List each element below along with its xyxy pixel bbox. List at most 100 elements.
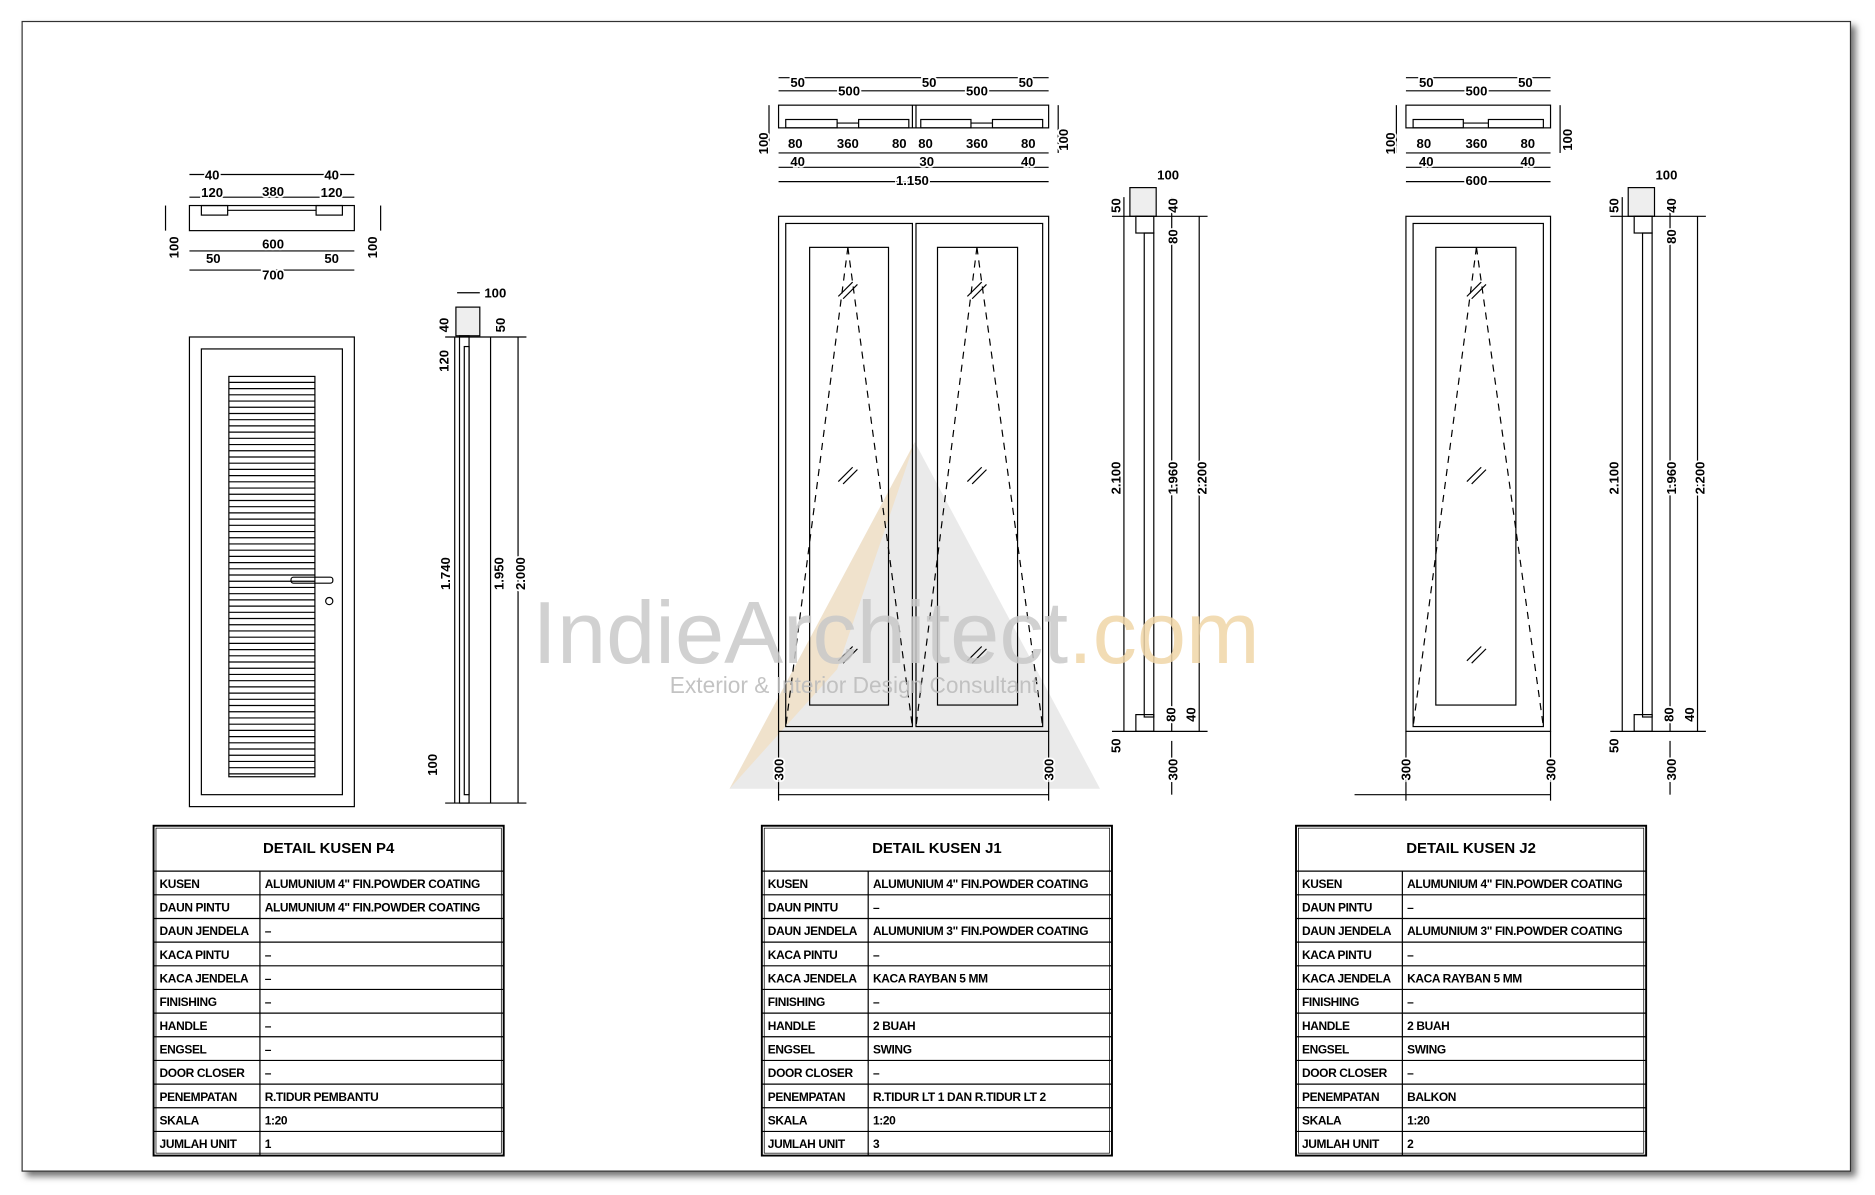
dimension-label: 120 bbox=[437, 350, 452, 372]
table-row-value: 2 BUAH bbox=[1407, 1019, 1449, 1033]
table-row-value: – bbox=[265, 924, 272, 938]
table-row-label: ENGSEL bbox=[768, 1043, 815, 1057]
swing-line bbox=[847, 247, 913, 727]
table-row-value: ALUMUNIUM 4" FIN.POWDER COATING bbox=[1407, 877, 1622, 891]
glass-hatch bbox=[1471, 648, 1487, 664]
dimension-label: 50 bbox=[1019, 75, 1034, 90]
dimension-label: 300 bbox=[1664, 759, 1679, 781]
dimension-label: 50 bbox=[1419, 75, 1434, 90]
table-row-value: – bbox=[1407, 1066, 1414, 1080]
table-row-label: DAUN PINTU bbox=[768, 901, 838, 915]
dimension-label: 50 bbox=[206, 251, 221, 266]
dimension-label: 300 bbox=[1399, 759, 1414, 781]
dimension-label: 40 bbox=[1021, 154, 1036, 169]
table-row-label: KUSEN bbox=[1302, 877, 1342, 891]
j1-wall-section bbox=[1129, 187, 1157, 217]
j1-sash-left bbox=[785, 222, 914, 728]
dimension-label: 40 bbox=[1166, 198, 1181, 213]
table-row-value: – bbox=[873, 948, 880, 962]
dimension-label: 50 bbox=[1108, 738, 1123, 753]
glass-hatch bbox=[971, 469, 987, 485]
j2-plan-frame bbox=[1405, 104, 1552, 129]
dimension-label: 100 bbox=[1056, 129, 1071, 151]
table-row-value: – bbox=[873, 995, 880, 1009]
p4-plan-frame bbox=[188, 204, 355, 232]
table-row-label: ENGSEL bbox=[160, 1043, 207, 1057]
dimension-label: 300 bbox=[1166, 759, 1181, 781]
dimension-label: 40 bbox=[1184, 707, 1199, 722]
glass-hatch bbox=[971, 648, 987, 664]
glass-hatch bbox=[1466, 281, 1482, 297]
table-row-label: KUSEN bbox=[160, 877, 200, 891]
dimension-label: 500 bbox=[966, 84, 988, 99]
watermark-brand: IndieArchitect.com bbox=[532, 583, 1259, 682]
dimension-label: 100 bbox=[484, 286, 506, 301]
dimension-label: 50 bbox=[1607, 198, 1622, 213]
table-row-label: DAUN JENDELA bbox=[1302, 924, 1392, 938]
dimension-label: 80 bbox=[918, 136, 933, 151]
dimension-label: 40 bbox=[437, 318, 452, 333]
table-row-value: – bbox=[1407, 901, 1414, 915]
table-row-value: 1:20 bbox=[265, 1113, 288, 1127]
table-row-label: DOOR CLOSER bbox=[768, 1066, 854, 1080]
table-title: DETAIL KUSEN P4 bbox=[263, 840, 395, 857]
table-row-value: R.TIDUR PEMBANTU bbox=[265, 1090, 379, 1104]
table-inner-border bbox=[1298, 827, 1645, 1154]
j2-frame bbox=[1405, 215, 1552, 732]
table-row-value: 3 bbox=[873, 1137, 880, 1151]
glass-hatch bbox=[837, 281, 854, 297]
dimension-label: 100 bbox=[1560, 129, 1575, 151]
dimension-label: 500 bbox=[838, 84, 860, 99]
dimension-label: 100 bbox=[1157, 167, 1179, 182]
j1-sash-right bbox=[915, 222, 1044, 728]
table-row-value: – bbox=[873, 901, 880, 915]
dimension-label: 80 bbox=[1664, 229, 1679, 244]
p4-wall-section bbox=[455, 306, 481, 337]
dimension-label: 700 bbox=[262, 268, 284, 283]
glass-hatch bbox=[1466, 466, 1482, 483]
table-row-label: JUMLAH UNIT bbox=[160, 1137, 238, 1151]
dimension-label: 360 bbox=[1465, 136, 1487, 151]
table-row-value: – bbox=[265, 1043, 272, 1057]
dimension-label: 100 bbox=[425, 754, 440, 776]
dimension-label: 360 bbox=[837, 136, 859, 151]
j2-section-profile bbox=[1641, 232, 1653, 718]
table-row-label: SKALA bbox=[160, 1113, 200, 1127]
table-row-value: 2 bbox=[1407, 1137, 1414, 1151]
dimension-label: 40 bbox=[790, 154, 805, 169]
p4-section-leaf bbox=[463, 345, 470, 796]
dimension-label: 80 bbox=[1417, 136, 1432, 151]
table-border bbox=[760, 824, 1113, 1157]
table-row-value: – bbox=[265, 972, 272, 986]
dimension-label: 360 bbox=[966, 136, 988, 151]
table-row-label: KACA JENDELA bbox=[1302, 972, 1392, 986]
table-row-label: JUMLAH UNIT bbox=[768, 1137, 846, 1151]
table-row-label: PENEMPATAN bbox=[160, 1090, 237, 1104]
dimension-label: 100 bbox=[1383, 132, 1398, 154]
glass-hatch bbox=[842, 469, 858, 485]
table-row-label: DAUN PINTU bbox=[1302, 901, 1372, 915]
table-inner-border bbox=[155, 827, 502, 1154]
swing-line bbox=[1475, 247, 1544, 727]
dimension-label: 100 bbox=[365, 236, 380, 258]
dimension-label: 600 bbox=[1465, 173, 1487, 188]
table-row-value: KACA RAYBAN 5 MM bbox=[873, 972, 988, 986]
table-row-label: FINISHING bbox=[768, 995, 825, 1009]
table-row-label: KACA PINTU bbox=[160, 948, 230, 962]
j2-sash bbox=[1412, 222, 1544, 728]
table-row-value: ALUMUNIUM 4" FIN.POWDER COATING bbox=[265, 877, 480, 891]
j1-plan-frame bbox=[777, 104, 1050, 129]
table-row-label: FINISHING bbox=[160, 995, 217, 1009]
table-row-label: KACA JENDELA bbox=[768, 972, 858, 986]
swing-line bbox=[976, 247, 1044, 727]
p4-handle-icon bbox=[290, 576, 334, 584]
table-row-value: ALUMUNIUM 3" FIN.POWDER COATING bbox=[1407, 924, 1622, 938]
table-row-value: ALUMUNIUM 4" FIN.POWDER COATING bbox=[265, 901, 480, 915]
table-row-label: KACA JENDELA bbox=[160, 972, 250, 986]
table-border bbox=[1295, 824, 1648, 1157]
table-row-label: DOOR CLOSER bbox=[1302, 1066, 1388, 1080]
dimension-label: 80 bbox=[1021, 136, 1036, 151]
